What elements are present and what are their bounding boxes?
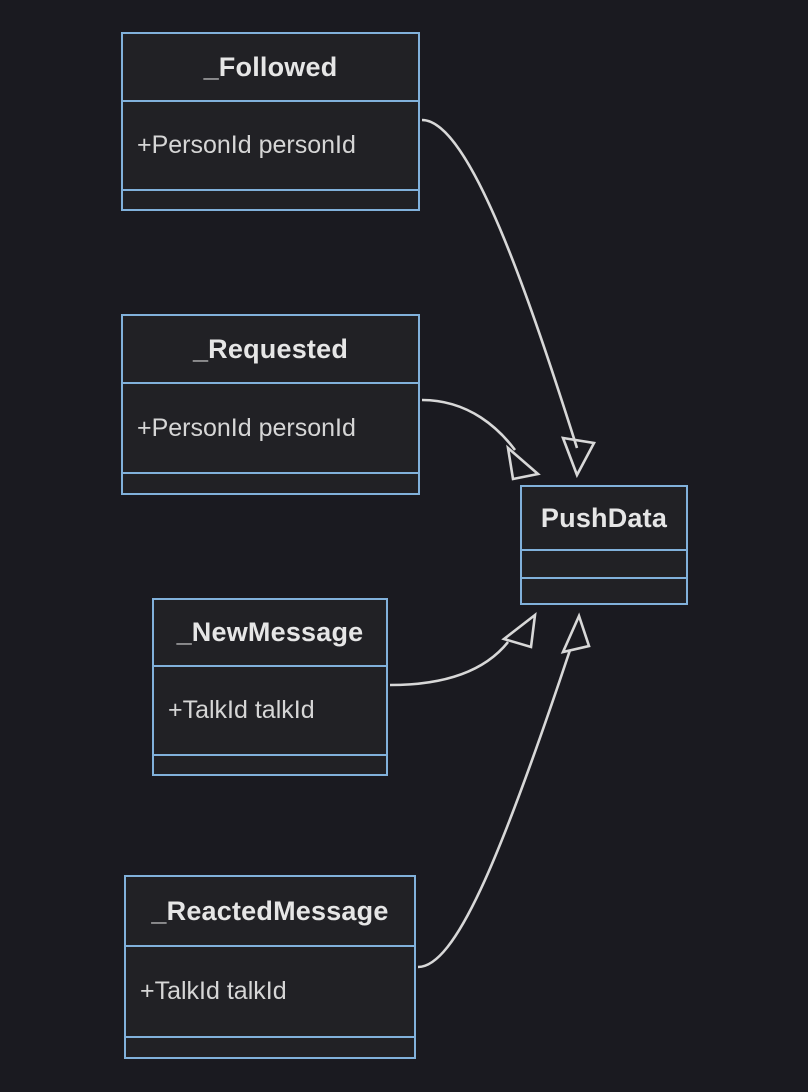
- class-box-requested[interactable]: _Requested +PersonId personId: [121, 314, 420, 495]
- class-box-newmessage[interactable]: _NewMessage +TalkId talkId: [152, 598, 388, 776]
- class-name-followed: _Followed: [123, 34, 418, 102]
- class-name-reactedmessage: _ReactedMessage: [126, 877, 414, 947]
- class-methods-compartment-pushdata: [522, 579, 686, 603]
- edge-requested-to-pushdata: [421, 398, 541, 481]
- edge-newmessage-to-pushdata: [389, 612, 537, 687]
- edge-reactedmessage-to-pushdata: [417, 612, 591, 969]
- class-attribute-newmessage-0: +TalkId talkId: [154, 667, 386, 756]
- class-attribute-followed-0: +PersonId personId: [123, 102, 418, 191]
- class-methods-compartment-requested: [123, 474, 418, 493]
- class-attributes-compartment-pushdata: [522, 551, 686, 579]
- class-name-requested: _Requested: [123, 316, 418, 384]
- class-name-pushdata: PushData: [522, 487, 686, 551]
- class-attribute-requested-0: +PersonId personId: [123, 384, 418, 474]
- class-box-pushdata[interactable]: PushData: [520, 485, 688, 605]
- class-name-newmessage: _NewMessage: [154, 600, 386, 667]
- class-attribute-reactedmessage-0: +TalkId talkId: [126, 947, 414, 1038]
- edge-followed-to-pushdata: [421, 118, 597, 479]
- class-methods-compartment-newmessage: [154, 756, 386, 774]
- class-methods-compartment-followed: [123, 191, 418, 209]
- class-methods-compartment-reactedmessage: [126, 1038, 414, 1057]
- class-box-followed[interactable]: _Followed +PersonId personId: [121, 32, 420, 211]
- class-box-reactedmessage[interactable]: _ReactedMessage +TalkId talkId: [124, 875, 416, 1059]
